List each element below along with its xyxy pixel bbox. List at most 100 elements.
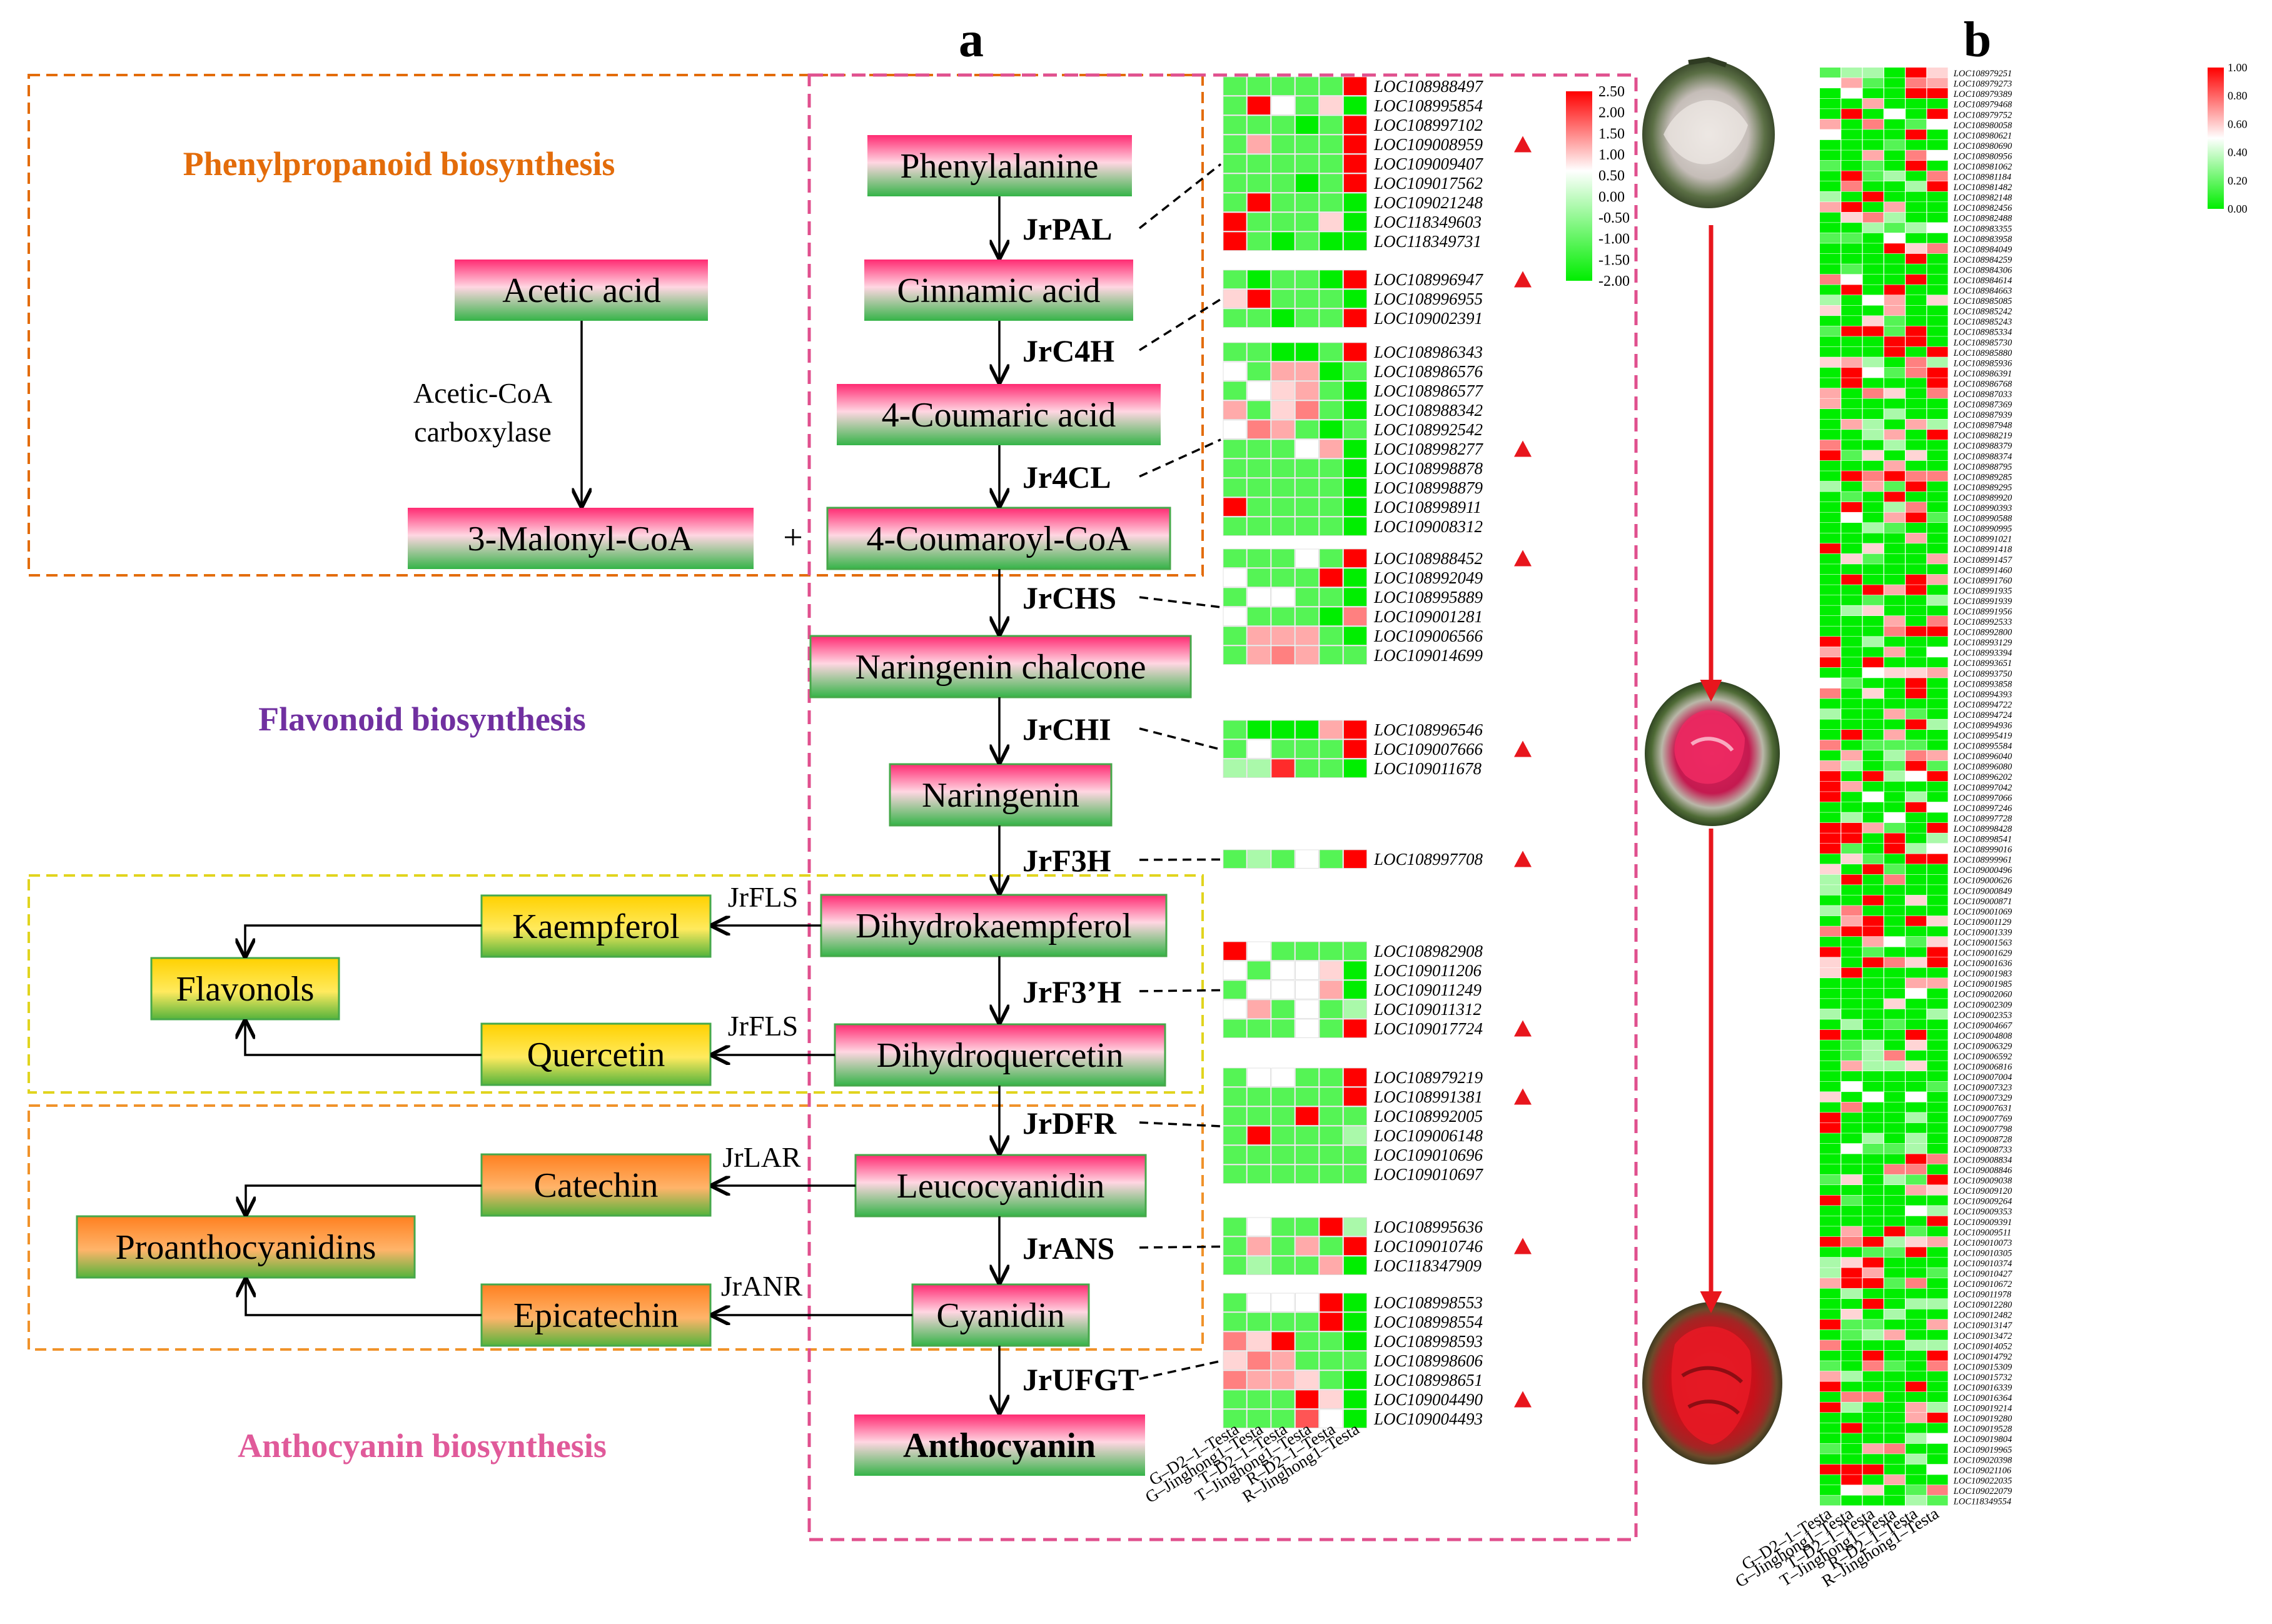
- heatmap-b-cell: [1820, 553, 1841, 564]
- heatmap-b-cell: [1884, 150, 1905, 161]
- heatmap-b-cell: [1841, 574, 1862, 585]
- heatmap-b-cell: [1927, 999, 1948, 1009]
- gene-label: LOC109002391: [1373, 309, 1483, 328]
- heatmap-b-cell: [1862, 1174, 1884, 1185]
- heatmap-b-cell: [1906, 160, 1927, 171]
- heatmap-cell: [1343, 1087, 1367, 1106]
- heatmap-b-cell: [1841, 1340, 1862, 1351]
- heatmap-b-cell: [1884, 988, 1905, 999]
- heatmap-b-cell: [1820, 1019, 1841, 1030]
- heatmap-b-cell: [1884, 1143, 1905, 1154]
- heatmap-cell: [1247, 1351, 1271, 1370]
- heatmap-cell: [1223, 497, 1247, 517]
- heatmap-b-cell: [1841, 647, 1862, 657]
- heatmap-b-cell: [1841, 585, 1862, 595]
- gene-label-b: LOC108997728: [1953, 814, 2012, 824]
- heatmap-b-cell: [1906, 1040, 1927, 1051]
- heatmap-cell: [1271, 400, 1295, 420]
- heatmap-b-cell: [1906, 957, 1927, 967]
- gene-label: LOC108979219: [1373, 1068, 1483, 1087]
- metabolite-dihydroquercetin: Dihydroquercetin: [834, 1023, 1166, 1087]
- heatmap-b-cell: [1862, 1247, 1884, 1258]
- heatmap-b-cell: [1820, 367, 1841, 378]
- heatmap-cell: [1343, 173, 1367, 193]
- enzyme-connector: [1139, 438, 1221, 478]
- heatmap-b-cell: [1820, 357, 1841, 368]
- heatmap-b-cell: [1906, 688, 1927, 699]
- heatmap-b-cell: [1862, 523, 1884, 533]
- heatmap-b-cell: [1927, 936, 1948, 947]
- heatmap-b-cell: [1841, 1433, 1862, 1444]
- gene-label-b: LOC108979468: [1953, 100, 2012, 110]
- heatmap-b-cell: [1927, 1361, 1948, 1371]
- heatmap-cell: [1319, 1331, 1343, 1351]
- enzyme-label-f3h: JrF3H: [1022, 843, 1111, 878]
- gene-label: LOC108995889: [1373, 588, 1483, 607]
- heatmap-cell: [1223, 849, 1247, 869]
- heatmap-b-cell: [1884, 1226, 1905, 1237]
- heatmap-b-cell: [1927, 191, 1948, 202]
- gene-label-b: LOC108988219: [1953, 431, 2012, 441]
- scale-b-tick: 0.80: [2228, 89, 2248, 102]
- heatmap-b-cell: [1820, 885, 1841, 895]
- heatmap-b-cell: [1862, 1206, 1884, 1216]
- heatmap-b-cell: [1884, 160, 1905, 171]
- heatmap-b-cell: [1906, 895, 1927, 905]
- heatmap-cell: [1271, 1019, 1295, 1038]
- heatmap-b-cell: [1841, 1288, 1862, 1299]
- heatmap-b-cell: [1862, 409, 1884, 419]
- gene-label-b: LOC108995584: [1953, 742, 2012, 752]
- heatmap-cell: [1295, 999, 1319, 1019]
- heatmap-b-cell: [1820, 844, 1841, 854]
- heatmap-cell: [1271, 76, 1295, 96]
- heatmap-b-cell: [1906, 802, 1927, 812]
- heatmap-cell: [1343, 439, 1367, 458]
- heatmap-cell: [1247, 1164, 1271, 1184]
- heatmap-cell: [1271, 587, 1295, 607]
- heatmap-b-cell: [1820, 1278, 1841, 1288]
- heatmap-cell: [1319, 1293, 1343, 1312]
- heatmap-b-cell: [1906, 1154, 1927, 1164]
- heatmap-b-cell: [1841, 699, 1862, 709]
- heatmap-b-cell: [1841, 212, 1862, 223]
- heatmap-b-cell: [1862, 1381, 1884, 1392]
- gene-label-b: LOC108979752: [1953, 110, 2012, 120]
- heatmap-cell: [1295, 1164, 1319, 1184]
- heatmap-b-cell: [1841, 1381, 1862, 1392]
- heatmap-b-cell: [1927, 88, 1948, 99]
- heatmap-b-cell: [1820, 1340, 1841, 1351]
- heatmap-b-cell: [1820, 285, 1841, 295]
- heatmap-b-cell: [1927, 1195, 1948, 1206]
- enzyme-label-ufgt: JrUFGT: [1022, 1362, 1139, 1397]
- heatmap-b-cell: [1862, 740, 1884, 750]
- heatmap-b-cell: [1906, 109, 1927, 119]
- metabolite-label: Flavonols: [176, 970, 315, 1009]
- enzyme-connector: [1139, 727, 1221, 751]
- gene-expression-region: [807, 73, 1638, 1541]
- heatmap-cell: [1319, 568, 1343, 587]
- heatmap-b-cell: [1820, 957, 1841, 967]
- gene-label-b: LOC108988795: [1953, 462, 2012, 472]
- heatmap-cell: [1295, 173, 1319, 193]
- gene-label-b: LOC108993129: [1953, 638, 2012, 648]
- heatmap-b-cell: [1927, 1185, 1948, 1195]
- gene-label-b: LOC109008846: [1953, 1166, 2012, 1176]
- heatmap-b-cell: [1906, 1019, 1927, 1030]
- gene-label: LOC109009407: [1373, 154, 1484, 173]
- metabolite-flavonols: Flavonols: [150, 957, 340, 1021]
- heatmap-b-cell: [1906, 740, 1927, 750]
- heatmap-b-cell: [1906, 68, 1927, 78]
- heatmap-b-cell: [1906, 1309, 1927, 1319]
- gene-label-b: LOC109019804: [1953, 1435, 2012, 1445]
- heatmap-b-cell: [1906, 88, 1927, 99]
- heatmap-b-cell: [1906, 1236, 1927, 1247]
- heatmap-b-cell: [1906, 1340, 1927, 1351]
- heatmap-b-cell: [1884, 1391, 1905, 1402]
- heatmap-cell: [1319, 115, 1343, 134]
- heatmap-b-cell: [1841, 1112, 1862, 1123]
- heatmap-cell: [1343, 231, 1367, 251]
- gene-label-b: LOC108993858: [1953, 679, 2012, 689]
- heatmap-b-cell: [1862, 1278, 1884, 1288]
- gene-label-b: LOC109016364: [1953, 1393, 2012, 1403]
- gene-label-b: LOC109021106: [1953, 1466, 2012, 1476]
